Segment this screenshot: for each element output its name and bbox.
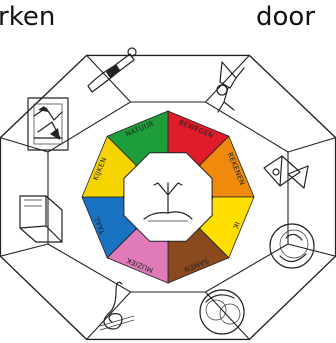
intelligence-wheel: BEWEGENREKENENIKSAMENMUZIEKTAALKIJKENNAT… (0, 0, 336, 343)
